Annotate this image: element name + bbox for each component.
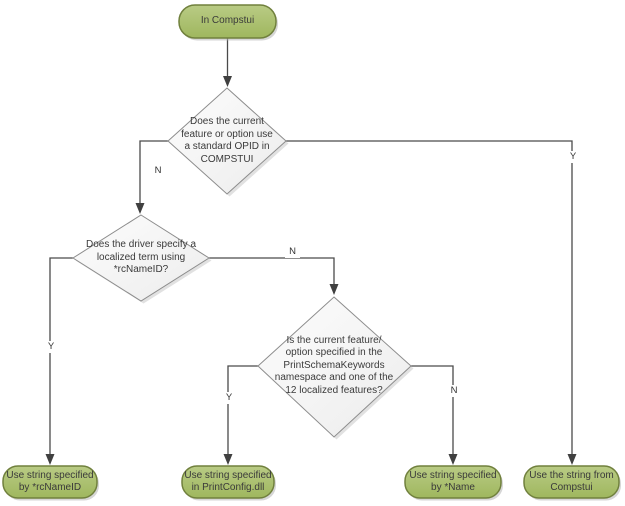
result-name-shape	[404, 465, 502, 499]
result-rcnameid-shape	[2, 465, 98, 499]
edge-rcnameid-yes-to-result	[45, 257, 73, 465]
edge-printschema-yes-to-printconfig	[223, 365, 258, 465]
edge-rcnameid-no-to-printschema	[209, 257, 339, 295]
edge-printschema-no-to-name	[411, 365, 458, 465]
decision-opid-shape	[167, 87, 287, 195]
start-node-shape	[178, 4, 277, 39]
decision-printschema-shape	[257, 296, 412, 438]
result-printconfig-shape	[181, 465, 275, 499]
edge-opid-yes-to-compstui	[286, 140, 577, 465]
edge-opid-no-to-rcnameid	[135, 140, 168, 214]
result-compstui-shape	[523, 465, 620, 499]
decision-rcnameid-shape	[72, 214, 210, 302]
